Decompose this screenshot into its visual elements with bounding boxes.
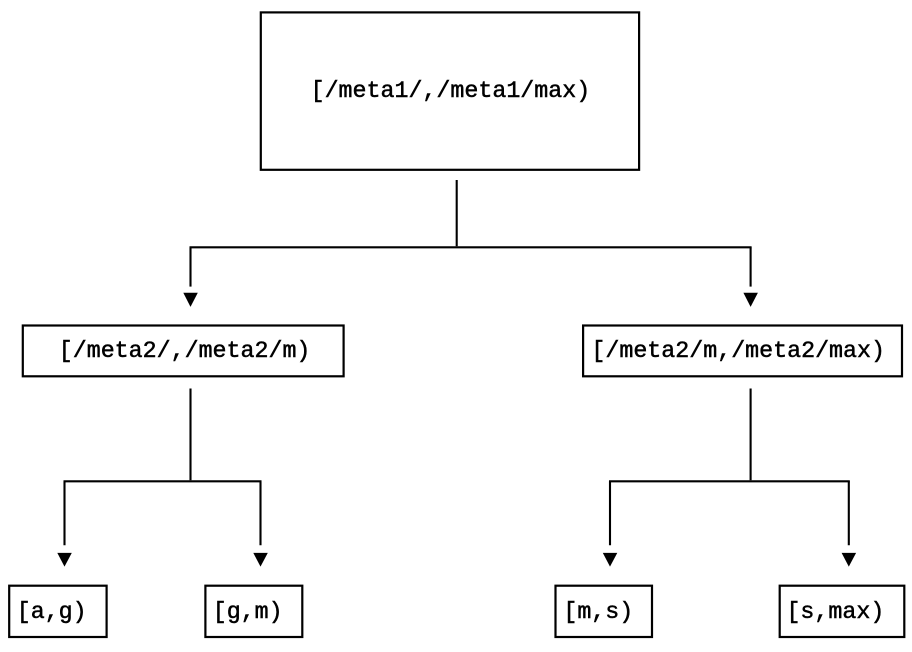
svg-text:[m,s): [m,s)	[563, 599, 633, 625]
svg-text:[s,max): [s,max)	[786, 599, 884, 625]
svg-text:[a,g): [a,g)	[17, 599, 87, 625]
svg-text:[/meta2/,/meta2/m): [/meta2/,/meta2/m)	[59, 338, 311, 364]
svg-text:[g,m): [g,m)	[213, 599, 283, 625]
svg-text:[/meta1/,/meta1/max): [/meta1/,/meta1/max)	[311, 78, 591, 104]
svg-text:[/meta2/m,/meta2/max): [/meta2/m,/meta2/max)	[591, 338, 885, 364]
